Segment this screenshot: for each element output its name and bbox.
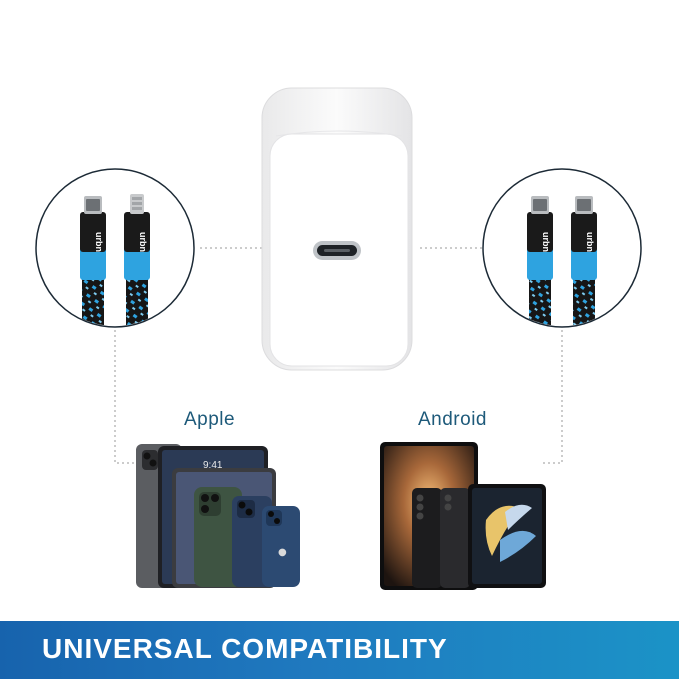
cable-brand-right: urbn (541, 232, 551, 252)
connector-lines (114, 247, 563, 464)
cable-zoom-left: urbn urbn (35, 168, 195, 328)
cable-zoom-right: urbn urbn (482, 168, 642, 328)
cable-brand-right-2: urbn (585, 232, 595, 252)
cable-brand-left: urbn (94, 232, 104, 252)
apple-devices: 9:41 ● (136, 444, 300, 588)
ipad-time: 9:41 (203, 460, 223, 471)
apple-label: Apple (184, 409, 236, 430)
compatibility-banner: UNIVERSAL COMPATIBILITY (0, 621, 679, 679)
apple-logo-icon: ● (278, 547, 287, 558)
android-label: Android (418, 409, 487, 430)
cable-brand-left-2: urbn (138, 232, 148, 252)
android-devices (380, 442, 546, 590)
usb-c-charger (261, 87, 413, 371)
banner-title: UNIVERSAL COMPATIBILITY (42, 633, 448, 664)
usb-c-port-icon (313, 241, 361, 260)
